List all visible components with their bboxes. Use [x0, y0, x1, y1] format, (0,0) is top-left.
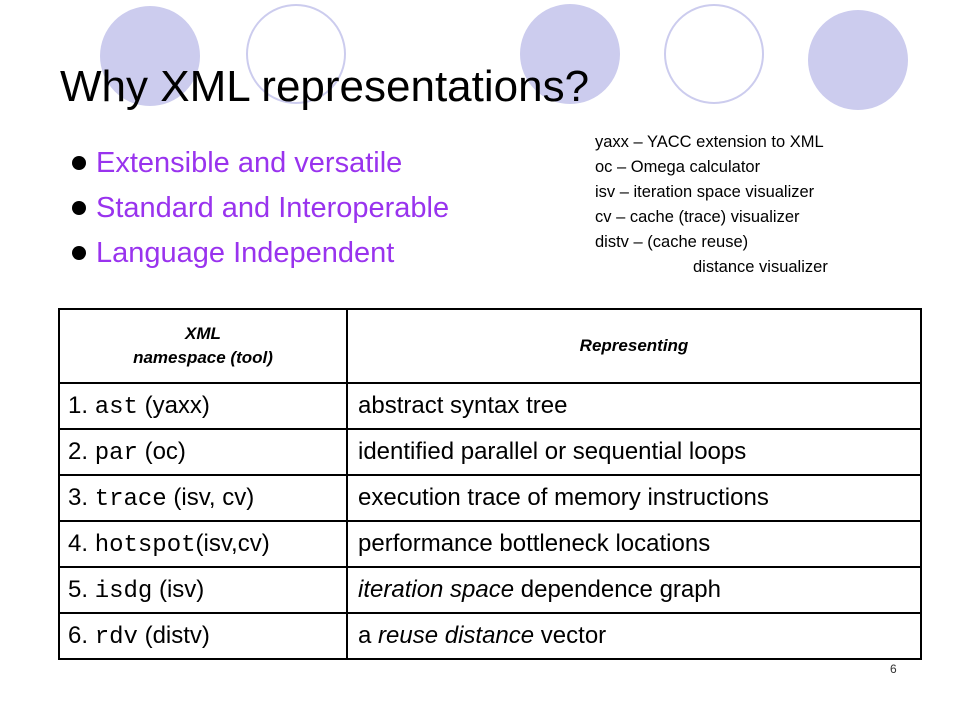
namespace-cell: 6. rdv (distv) [58, 612, 348, 660]
bullet-dot-icon [72, 200, 86, 215]
representing-cell: performance bottleneck locations [346, 520, 922, 568]
namespace-cell: 3. trace (isv, cv) [58, 474, 348, 522]
representing-cell: identified parallel or sequential loops [346, 428, 922, 476]
table-row: 6. rdv (distv) a reuse distance vector [58, 612, 922, 660]
namespace-cell: 5. isdg (isv) [58, 566, 348, 614]
namespace-cell: 1. ast (yaxx) [58, 382, 348, 430]
namespace-cell: 4. hotspot(isv,cv) [58, 520, 348, 568]
representing-cell: execution trace of memory instructions [346, 474, 922, 522]
bullet-dot-icon [72, 245, 86, 260]
slide-title: Why XML representations? [60, 62, 590, 111]
bullet-item: Standard and Interoperable [72, 185, 449, 230]
legend-line: cv – cache (trace) visualizer [595, 208, 800, 226]
decor-circle [520, 4, 620, 104]
decor-circle [664, 4, 764, 104]
table-row: 4. hotspot(isv,cv) performance bottlenec… [58, 520, 922, 568]
bullet-item: Extensible and versatile [72, 140, 449, 185]
decor-circle [808, 10, 908, 110]
table-row: 2. par (oc) identified parallel or seque… [58, 428, 922, 476]
header-namespace: XML namespace (tool) [58, 308, 348, 384]
representing-cell: a reuse distance vector [346, 612, 922, 660]
table-row: 3. trace (isv, cv) execution trace of me… [58, 474, 922, 522]
legend-line: oc – Omega calculator [595, 158, 761, 176]
bullet-list: Extensible and versatile Standard and In… [72, 140, 449, 275]
legend-line: distv – (cache reuse) [595, 233, 749, 251]
legend-line: isv – iteration space visualizer [595, 183, 815, 201]
decor-circle [100, 6, 200, 106]
table-row: 5. isdg (isv) iteration space dependence… [58, 566, 922, 614]
tool-legend: yaxx – YACC extension to XML oc – Omega … [595, 130, 828, 280]
namespace-cell: 2. par (oc) [58, 428, 348, 476]
representing-cell: abstract syntax tree [346, 382, 922, 430]
table-header-row: XML namespace (tool) Representing [58, 308, 922, 384]
bullet-dot-icon [72, 155, 86, 170]
namespace-table: XML namespace (tool) Representing 1. ast… [58, 308, 922, 660]
legend-line: distance visualizer [693, 258, 828, 276]
legend-line: yaxx – YACC extension to XML [595, 133, 824, 151]
bullet-item: Language Independent [72, 230, 449, 275]
header-representing: Representing [346, 308, 922, 384]
table-row: 1. ast (yaxx) abstract syntax tree [58, 382, 922, 430]
page-number: 6 [890, 662, 897, 676]
representing-cell: iteration space dependence graph [346, 566, 922, 614]
decor-circle [246, 4, 346, 104]
